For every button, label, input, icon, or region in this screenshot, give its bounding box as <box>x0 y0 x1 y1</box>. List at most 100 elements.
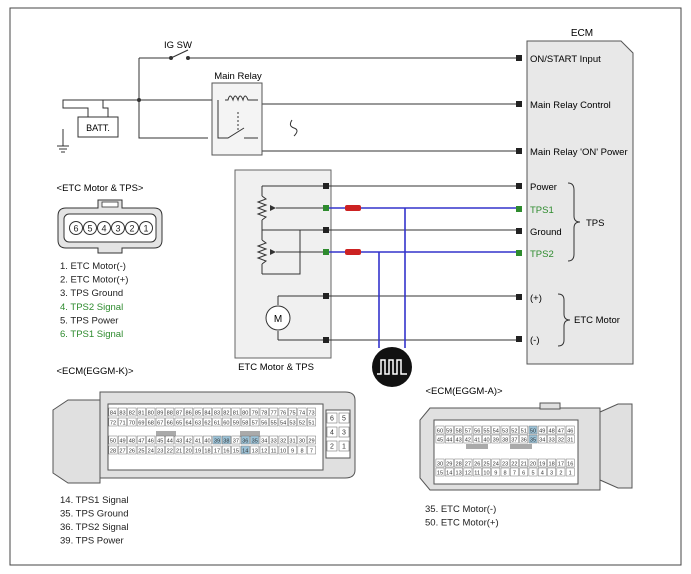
ecm-k-pin-number: 64 <box>185 420 191 426</box>
ecm-a-pin-number: 6 <box>522 470 525 476</box>
ecm-k-pin <box>155 445 165 455</box>
ecm-k-pin-number: 59 <box>233 420 239 426</box>
ecm-k-pin <box>212 435 222 445</box>
wire-break-symbol <box>289 119 298 137</box>
ecm-k-pin <box>127 407 137 417</box>
ecm-a-pin-number: 10 <box>483 470 489 476</box>
ecm-a-pin <box>500 425 510 435</box>
etc-legend-item: 1. ETC Motor(-) <box>60 261 126 272</box>
ecm-a-pin <box>472 425 482 435</box>
ecm-k-pin-number: 80 <box>148 410 154 416</box>
ecm-k-pin <box>203 407 212 417</box>
ecm-k-pin-number: 68 <box>148 420 154 426</box>
ecm-a-pin-number: 47 <box>558 428 564 434</box>
ecm-a-pin-number: 7 <box>513 470 516 476</box>
ecm-k-pin-number: 55 <box>271 420 277 426</box>
ecm-k-pin-number: 31 <box>289 438 295 444</box>
battery-label: BATT. <box>86 123 110 133</box>
ig-switch-contact-right <box>186 56 190 60</box>
ecm-a-pin-number: 31 <box>567 437 573 443</box>
ecm-a-pin <box>472 467 482 477</box>
ecm-a-pin <box>537 425 547 435</box>
ecm-a-pin-number: 35 <box>530 437 536 443</box>
ecm-a-pin <box>444 425 454 435</box>
ecm-k-pin <box>212 417 222 427</box>
ecm-k-pin <box>155 407 165 417</box>
ecm-a-pin-number: 3 <box>550 470 553 476</box>
ecm-k-pin <box>278 435 288 445</box>
ecm-label-tps1: TPS1 <box>530 205 554 216</box>
ecm-k-pin <box>193 407 203 417</box>
ecm-k-pin <box>269 417 279 427</box>
ecm-a-pin-number: 19 <box>539 461 545 467</box>
ecm-a-pin-number: 9 <box>494 470 497 476</box>
ecm-a-pin-number: 14 <box>446 470 452 476</box>
ecm-pin-power <box>516 183 522 189</box>
ecm-k-pin-number: 27 <box>119 448 125 454</box>
etc-legend-item: 2. ETC Motor(+) <box>60 275 128 286</box>
ecm-a-pin-number: 8 <box>504 470 507 476</box>
etc-connector-pin <box>139 221 153 235</box>
waveform-icon <box>372 347 412 387</box>
ecm-k-aux-pin-number: 5 <box>342 416 346 423</box>
ecm-label-motor-plus: (+) <box>530 293 542 304</box>
ecm-k-pin <box>203 445 212 455</box>
etc-connector-pin-number: 6 <box>73 224 78 234</box>
ecm-a-legend: 35. ETC Motor(-)50. ETC Motor(+) <box>425 504 499 529</box>
ecm-a-pin <box>454 458 463 468</box>
ecm-k-pin <box>108 407 118 417</box>
etc-pin-motor-plus <box>323 293 329 299</box>
ecm-k-pin <box>278 417 288 427</box>
ecm-a-pin-number: 53 <box>502 428 508 434</box>
ecm-k-pin <box>127 435 137 445</box>
ecm-k-pin <box>288 445 298 455</box>
ecm-a-pin-number: 18 <box>548 461 554 467</box>
ecm-a-pin <box>482 467 491 477</box>
ecm-k-pin <box>193 445 203 455</box>
ecm-k-pin <box>240 407 250 417</box>
ecm-k-pin-number: 48 <box>129 438 135 444</box>
ecm-k-aux-pin-number: 4 <box>330 430 334 437</box>
ecm-k-pin <box>221 407 231 417</box>
ecm-k-aux-pin <box>326 440 338 452</box>
ecm-a-pin <box>565 425 575 435</box>
ecm-k-pin-number: 11 <box>271 448 277 454</box>
ecm-a-pin <box>528 425 538 435</box>
ecm-a-pin-number: 25 <box>483 461 489 467</box>
ecm-a-pin-number: 46 <box>567 428 573 434</box>
ecm-a-pin <box>491 434 501 444</box>
ecm-k-pin <box>250 435 260 445</box>
ecm-k-legend-item: 39. TPS Power <box>60 536 124 547</box>
etc-connector-pin <box>111 221 125 235</box>
ecm-k-pin <box>259 417 269 427</box>
ecm-k-pin <box>278 445 288 455</box>
ecm-k-pin <box>212 407 222 417</box>
ecm-a-pin-number: 4 <box>541 470 544 476</box>
ecm-a-pin-number: 51 <box>521 428 527 434</box>
ecm-a-pin-number: 54 <box>493 428 499 434</box>
ecm-k-pin-number: 40 <box>204 438 210 444</box>
ecm-k-pin-number: 77 <box>271 410 277 416</box>
etc-connector-pin-number: 2 <box>129 224 134 234</box>
ecm-k-pin <box>269 407 279 417</box>
etc-motor-brace <box>557 293 571 347</box>
etc-connector-pin-number: 5 <box>87 224 92 234</box>
ecm-k-pin <box>231 435 241 445</box>
ecm-a-pin <box>528 467 538 477</box>
ecm-k-pin-number: 73 <box>308 410 314 416</box>
ecm-k-pin-number: 69 <box>138 420 144 426</box>
ecm-k-pin <box>127 417 137 427</box>
ecm-k-pin-number: 18 <box>204 448 210 454</box>
tps1-signal-marker <box>345 205 361 211</box>
ecm-k-pin-number: 65 <box>176 420 182 426</box>
ecm-k-pin-number: 84 <box>204 410 210 416</box>
ecm-k-pin-number: 47 <box>138 438 144 444</box>
etc-box <box>234 169 332 359</box>
ecm-k-pin-number: 23 <box>157 448 163 454</box>
ecm-k-pin-number: 45 <box>157 438 163 444</box>
ecm-k-pin <box>165 435 175 445</box>
ecm-a-pin-number: 26 <box>474 461 480 467</box>
ecm-a-legend-item: 50. ETC Motor(+) <box>425 518 499 529</box>
